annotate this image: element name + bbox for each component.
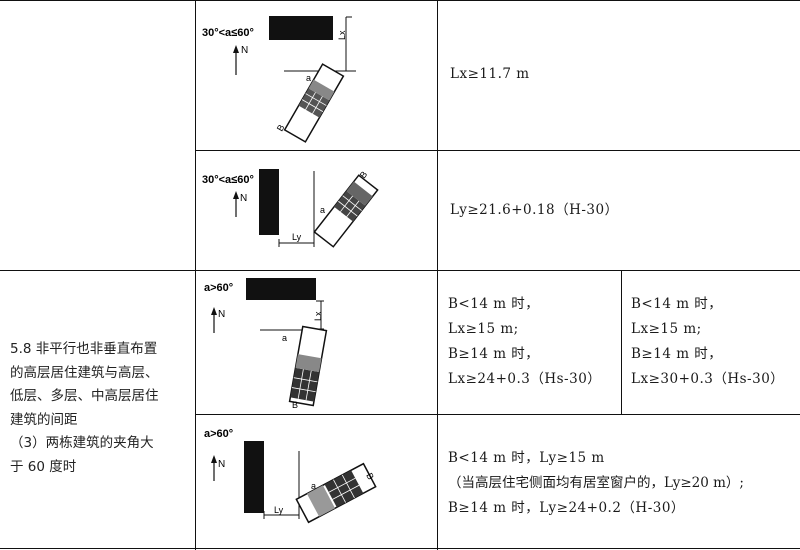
rule-line: B<14 m 时，Ly≥15 m xyxy=(448,450,605,466)
existing-building-block xyxy=(259,169,279,235)
svg-text:N: N xyxy=(218,309,225,320)
rule-row-3-right: B<14 m 时， Lx≥15 m; B≥14 m 时， Lx≥30+0.3（H… xyxy=(631,292,784,392)
svg-text:N: N xyxy=(218,459,225,470)
border-vertical-2 xyxy=(437,0,438,550)
existing-building-block xyxy=(244,441,264,513)
rule-line: B≥14 m 时，Ly≥24+0.2（H-30） xyxy=(448,500,685,516)
border-vertical-1 xyxy=(195,0,196,550)
diagram-4: a>60° N Ly a B xyxy=(204,428,377,524)
section-line: （3）两栋建筑的夹角大 xyxy=(10,435,154,451)
north-arrow-icon: N xyxy=(233,45,248,75)
north-arrow-icon: N xyxy=(233,191,247,217)
rule-line: Lx≥15 m; xyxy=(631,321,702,337)
rule-row-1: Lx≥11.7 m xyxy=(450,66,530,82)
border-bottom xyxy=(0,548,800,549)
rule-line: B<14 m 时， xyxy=(631,296,723,312)
dim-label: Lx xyxy=(313,311,323,321)
svg-text:N: N xyxy=(241,45,248,56)
width-label: B xyxy=(364,471,376,481)
rule-row-3-left: B<14 m 时， Lx≥15 m; B≥14 m 时， Lx≥24+0.3（H… xyxy=(448,292,601,392)
angle-label: a xyxy=(311,481,316,491)
rule-line: Lx≥24+0.3（Hs-30） xyxy=(448,371,602,387)
diagram-1: 30°<a≤60° N Lx a B xyxy=(202,16,356,143)
border-top xyxy=(0,0,800,1)
rule-row-2: Ly≥21.6+0.18（H-30） xyxy=(450,202,619,218)
border-row-3 xyxy=(195,414,800,415)
rule-line: B<14 m 时， xyxy=(448,296,540,312)
rule-line: B≥14 m 时， xyxy=(631,346,723,362)
angle-label: a xyxy=(306,73,311,83)
rotated-building xyxy=(283,63,345,143)
angle-condition-label: 30°<a≤60° xyxy=(202,27,254,39)
north-arrow-icon: N xyxy=(211,307,225,333)
section-line: 的高层居住建筑与高层、 xyxy=(10,364,159,381)
width-label: B xyxy=(292,400,298,410)
border-row-2 xyxy=(0,270,800,271)
dim-label: Lx xyxy=(337,30,347,40)
diagram-2: 30°<a≤60° N Ly a B xyxy=(202,169,379,248)
width-label: B xyxy=(275,123,287,133)
section-label: 5.8 非平行也非垂直布置 的高层居住建筑与高层、 低层、多层、中高层居住 建筑… xyxy=(10,338,196,479)
section-line: 于 60 度时 xyxy=(10,458,77,475)
width-label: B xyxy=(358,169,370,180)
existing-building-block xyxy=(269,16,333,40)
angle-condition-label: a>60° xyxy=(204,428,233,440)
section-line: 建筑的间距 xyxy=(10,411,78,428)
rotated-building xyxy=(288,325,328,407)
rule-line: Lx≥30+0.3（Hs-30） xyxy=(631,371,785,387)
border-vertical-3 xyxy=(621,270,622,414)
angle-label: a xyxy=(282,333,287,343)
north-arrow-icon: N xyxy=(211,455,225,481)
section-line: 5.8 非平行也非垂直布置 xyxy=(10,341,158,357)
angle-condition-label: 30°<a≤60° xyxy=(202,174,254,186)
rule-line: （当高层住宅侧面均有居室窗户的，Ly≥20 m）; xyxy=(448,475,744,491)
dim-label: Ly xyxy=(292,232,302,242)
rotated-building xyxy=(295,462,377,524)
rule-line: Lx≥15 m; xyxy=(448,321,519,337)
rotated-building xyxy=(313,174,379,248)
angle-condition-label: a>60° xyxy=(204,282,233,294)
rule-row-4: B<14 m 时，Ly≥15 m （当高层住宅侧面均有居室窗户的，Ly≥20 m… xyxy=(448,446,744,521)
existing-building-block xyxy=(246,278,316,300)
rule-line: B≥14 m 时， xyxy=(448,346,540,362)
svg-text:N: N xyxy=(240,193,247,204)
angle-label: a xyxy=(320,205,325,215)
section-line: 低层、多层、中高层居住 xyxy=(10,388,159,404)
border-row-1 xyxy=(195,150,800,151)
diagram-3: a>60° N Lx a B xyxy=(204,278,328,410)
dim-label: Ly xyxy=(274,505,284,515)
